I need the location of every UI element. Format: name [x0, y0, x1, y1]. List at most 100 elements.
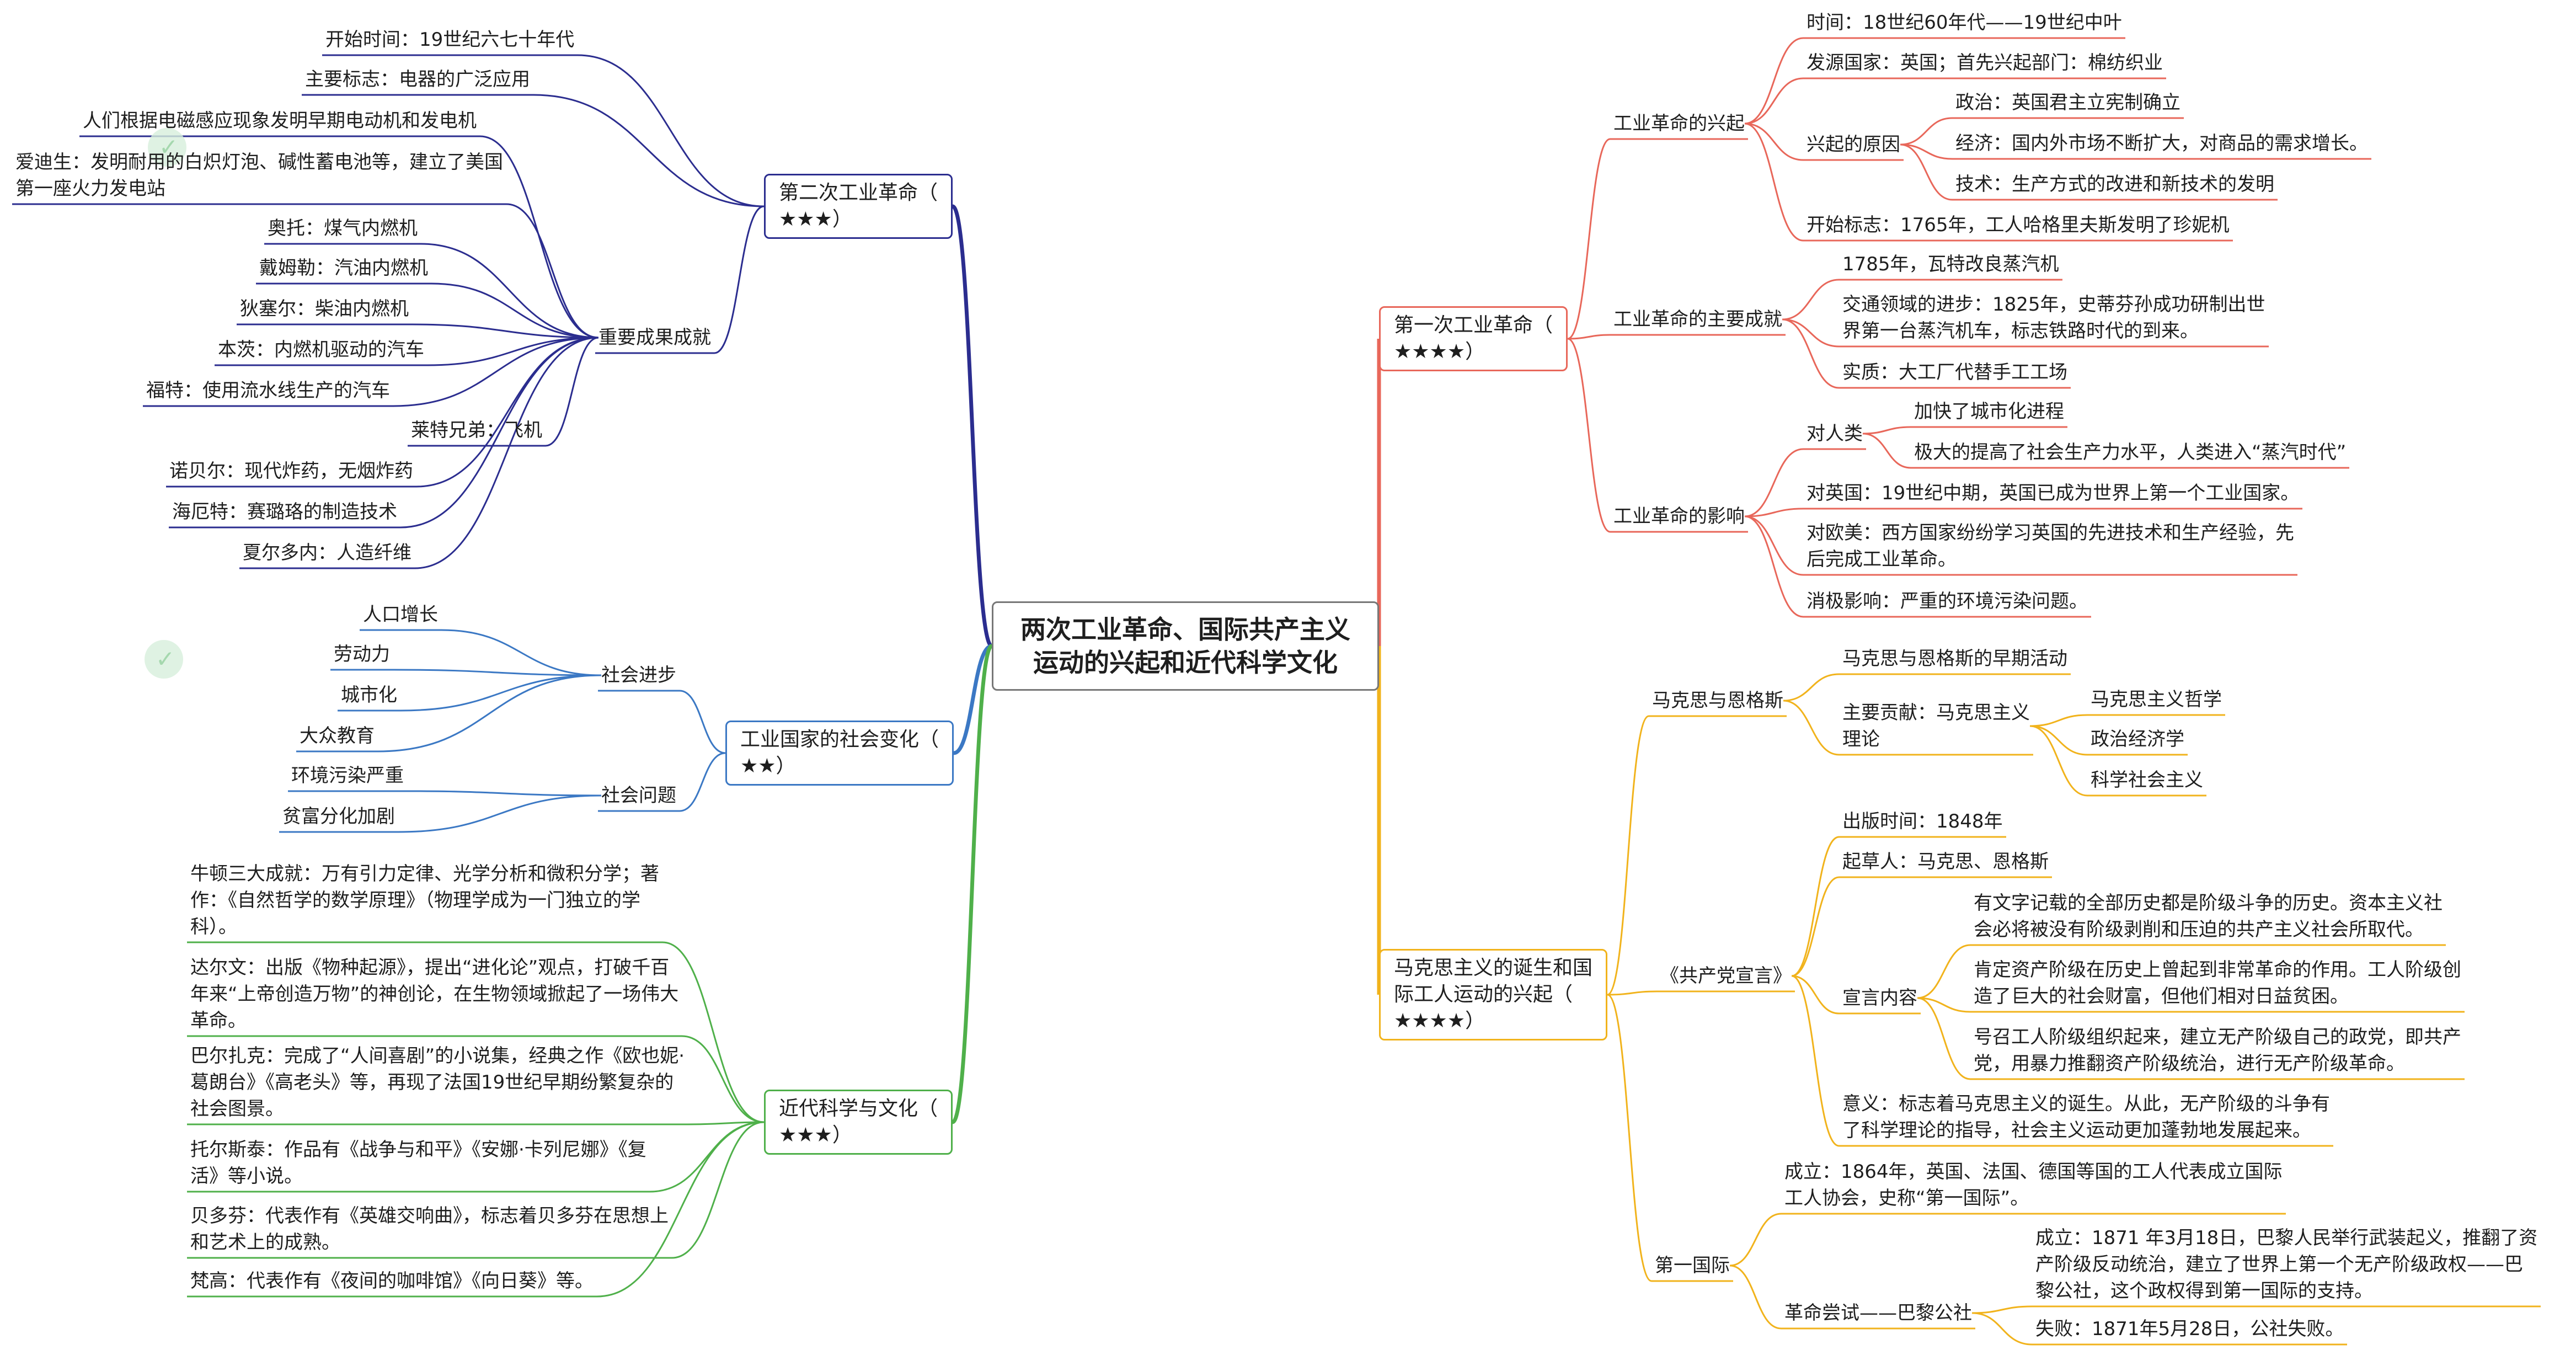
topic-b3b[interactable]: 社会问题	[601, 785, 676, 807]
topic-b1a3b[interactable]: 经济：国内外市场不断扩大，对商品的需求增长。	[1955, 132, 2368, 154]
link-b3b2	[398, 794, 602, 833]
topic-b3a2[interactable]: 劳动力	[334, 643, 390, 665]
topic-b5a2[interactable]: 主要贡献：马克思主义 理论	[1842, 702, 2030, 750]
topic-b4f[interactable]: 梵高：代表作有《夜间的咖啡馆》《向日葵》等。	[190, 1270, 594, 1292]
topic-b2c7[interactable]: 福特：使用流水线生产的汽车	[146, 380, 390, 402]
topic-b1a2[interactable]: 发源国家：英国；首先兴起部门：棉纺织业	[1807, 52, 2163, 74]
link-b1a3	[1744, 122, 1804, 161]
link-b1c1	[1744, 448, 1804, 517]
topic-b1c2[interactable]: 对英国：19世纪中期，英国已成为世界上第一个工业国家。	[1807, 482, 2300, 504]
topic-b1c1a[interactable]: 加快了城市化进程	[1914, 401, 2064, 423]
topic-b2c10[interactable]: 海厄特：赛璐珞的制造技术	[172, 501, 397, 523]
link-b4a	[662, 941, 765, 1123]
topic-b1a3[interactable]: 兴起的原因	[1807, 134, 1900, 156]
link-b2c3	[420, 243, 599, 339]
topic-b2c11[interactable]: 夏尔多内：人造纤维	[243, 542, 411, 564]
topic-b5c[interactable]: 第一国际	[1655, 1255, 1730, 1277]
link-b4f	[596, 1121, 765, 1298]
topic-b3b2[interactable]: 贫富分化加剧	[282, 805, 395, 828]
topic-b1c4[interactable]: 消极影响：严重的环境污染问题。	[1807, 590, 2088, 612]
link-b5b3a	[1917, 944, 1971, 999]
link-b1a4	[1744, 122, 1804, 242]
link-b5c1	[1729, 1213, 1782, 1267]
topic-b5b3c[interactable]: 号召工人阶级组织起来，建立无产阶级自己的政党，即共产 党，用暴力推翻资产阶级统治…	[1974, 1026, 2461, 1075]
topic-b2a[interactable]: 开始时间：19世纪六七十年代	[325, 29, 575, 51]
topic-b1c3[interactable]: 对欧美：西方国家纷纷学习英国的先进技术和生产经验，先 后完成工业革命。	[1807, 522, 2294, 570]
topic-b3b1[interactable]: 环境污染严重	[291, 765, 404, 787]
topic-b5a1[interactable]: 马克思与恩格斯的早期活动	[1842, 648, 2067, 670]
link-b1c1b	[1862, 433, 1911, 469]
link-b5c2b	[1971, 1312, 2033, 1346]
link-b5b3b	[1917, 997, 1971, 1013]
watermark-icon	[148, 128, 186, 167]
topic-b1b3[interactable]: 实质：大工厂代替手工工场	[1842, 361, 2067, 383]
topic-b5c2b[interactable]: 失败：1871年5月28日，公社失败。	[2035, 1318, 2344, 1340]
topic-b1b2[interactable]: 交通领域的进步：1825年，史蒂芬孙成功研制出世 界第一台蒸汽机车，标志铁路时代…	[1842, 294, 2265, 342]
topic-b4c[interactable]: 巴尔扎克：完成了“人间喜剧”的小说集，经典之作《欧也妮· 葛朗台》《高老头》等，…	[190, 1045, 685, 1120]
branch-topic-b3[interactable]: 工业国家的社会变化（ ★★）	[725, 721, 954, 786]
topic-b2c6[interactable]: 本茨：内燃机驱动的汽车	[218, 339, 424, 361]
topic-b5b2[interactable]: 起草人：马克思、恩格斯	[1842, 851, 2049, 873]
link-b1c1a	[1862, 426, 1911, 435]
topic-b4b[interactable]: 达尔文：出版《物种起源》，提出“进化论”观点，打破千百 年来“上帝创造万物”的神…	[190, 957, 679, 1032]
topic-b3a4[interactable]: 大众教育	[300, 725, 375, 747]
topic-b4e[interactable]: 贝多芬：代表作有《英雄交响曲》，标志着贝多芬在思想上 和艺术上的成熟。	[190, 1205, 669, 1253]
topic-b5c1[interactable]: 成立：1864年，英国、法国、德国等国的工人代表成立国际 工人协会，史称“第一国…	[1784, 1161, 2283, 1209]
link-b1b3	[1782, 318, 1840, 389]
link-b2b	[533, 94, 765, 207]
topic-b3a3[interactable]: 城市化	[341, 684, 397, 706]
topic-b5a2c[interactable]: 科学社会主义	[2091, 769, 2203, 791]
topic-b2c9[interactable]: 诺贝尔：现代炸药，无烟炸药	[169, 460, 413, 482]
topic-b4a[interactable]: 牛顿三大成就：万有引力定律、光学分析和微积分学；著 作：《自然哲学的数学原理》（…	[190, 863, 659, 938]
topic-b1b[interactable]: 工业革命的主要成就	[1613, 308, 1782, 330]
topic-b5b3[interactable]: 宣言内容	[1842, 987, 1917, 1009]
branch-topic-b5[interactable]: 马克思主义的诞生和国 际工人运动的兴起（ ★★★★）	[1379, 949, 1608, 1040]
link-b5b3c	[1917, 997, 1971, 1080]
branch-topic-b2[interactable]: 第二次工业革命（ ★★★）	[764, 174, 953, 239]
topic-b2c[interactable]: 重要成果成就	[598, 327, 711, 349]
topic-b3a1[interactable]: 人口增长	[363, 604, 438, 626]
topic-b5b3b[interactable]: 肯定资产阶级在历史上曾起到非常革命的作用。工人阶级创 造了巨大的社会财富，但他们…	[1974, 959, 2461, 1007]
topic-b5a2b[interactable]: 政治经济学	[2091, 728, 2184, 750]
topic-b1c[interactable]: 工业革命的影响	[1613, 505, 1745, 527]
topic-b4d[interactable]: 托尔斯泰：作品有《战争与和平》《安娜·卡列尼娜》《复 活》等小说。	[190, 1139, 646, 1187]
link-b2c5	[411, 323, 599, 339]
topic-b5a[interactable]: 马克思与恩格斯	[1652, 690, 1783, 712]
link-b1a3c	[1900, 143, 1953, 201]
topic-b5c2a[interactable]: 成立：1871 年3月18日，巴黎人民举行武装起义，推翻了资 产阶级反动统治，建…	[2035, 1227, 2538, 1302]
topic-b2c2[interactable]: 爱迪生：发明耐用的白炽灯泡、碱性蓄电池等，建立了美国 第一座火力发电站	[15, 151, 503, 200]
topic-b5b[interactable]: 《共产党宣言》	[1660, 965, 1792, 987]
topic-b1a3a[interactable]: 政治：英国君主立宪制确立	[1955, 92, 2180, 114]
topic-b2c5[interactable]: 狄塞尔：柴油内燃机	[240, 298, 409, 320]
link-b3a4	[377, 674, 602, 753]
topic-b5c2[interactable]: 革命尝试——巴黎公社	[1784, 1302, 1972, 1324]
branch-topic-b1[interactable]: 第一次工业革命（ ★★★★）	[1379, 306, 1568, 371]
central-topic[interactable]: 两次工业革命、国际共产主义运动的兴起和近代科学文化	[992, 601, 1379, 691]
branch-topic-b4[interactable]: 近代科学与文化（ ★★★）	[764, 1090, 953, 1155]
topic-b5a2a[interactable]: 马克思主义哲学	[2091, 689, 2222, 711]
link-b3a1	[441, 629, 602, 676]
topic-b3a[interactable]: 社会进步	[601, 664, 676, 686]
topic-b1a[interactable]: 工业革命的兴起	[1613, 113, 1745, 135]
topic-b1a1[interactable]: 时间：18世纪60年代——19世纪中叶	[1807, 12, 2122, 34]
link-b1c	[1567, 338, 1611, 533]
topic-b5b1[interactable]: 出版时间：1848年	[1842, 810, 2003, 833]
link-b2c4	[431, 282, 599, 339]
topic-b5b4[interactable]: 意义：标志着马克思主义的诞生。从此，无产阶级的斗争有 了科学理论的指导，社会主义…	[1842, 1093, 2330, 1141]
link-b3b	[679, 752, 726, 812]
topic-b2c4[interactable]: 戴姆勒：汽油内燃机	[259, 257, 428, 279]
topic-b2c1[interactable]: 人们根据电磁感应现象发明早期电动机和发电机	[83, 110, 477, 132]
topic-b1b1[interactable]: 1785年，瓦特改良蒸汽机	[1842, 253, 2059, 275]
topic-b2b[interactable]: 主要标志：电器的广泛应用	[305, 68, 530, 90]
topic-b1c1b[interactable]: 极大的提高了社会生产力水平，人类进入“蒸汽时代”	[1914, 441, 2347, 463]
link-b5a1	[1783, 673, 1840, 702]
link-b5b4	[1791, 975, 1840, 1147]
link-b5c2a	[1971, 1305, 2033, 1314]
link-b2c11	[414, 337, 599, 569]
topic-b1a4[interactable]: 开始标志：1765年，工人哈格里夫斯发明了珍妮机	[1807, 214, 2230, 236]
topic-b2c8[interactable]: 莱特兄弟：飞机	[411, 419, 542, 441]
topic-b2c3[interactable]: 奥托：煤气内燃机	[268, 217, 418, 239]
topic-b5b3a[interactable]: 有文字记载的全部历史都是阶级斗争的历史。资本主义社 会必将被没有阶级剥削和压迫的…	[1974, 892, 2443, 941]
topic-b1a3c[interactable]: 技术：生产方式的改进和新技术的发明	[1955, 173, 2274, 195]
topic-b1c1[interactable]: 对人类	[1807, 423, 1863, 445]
